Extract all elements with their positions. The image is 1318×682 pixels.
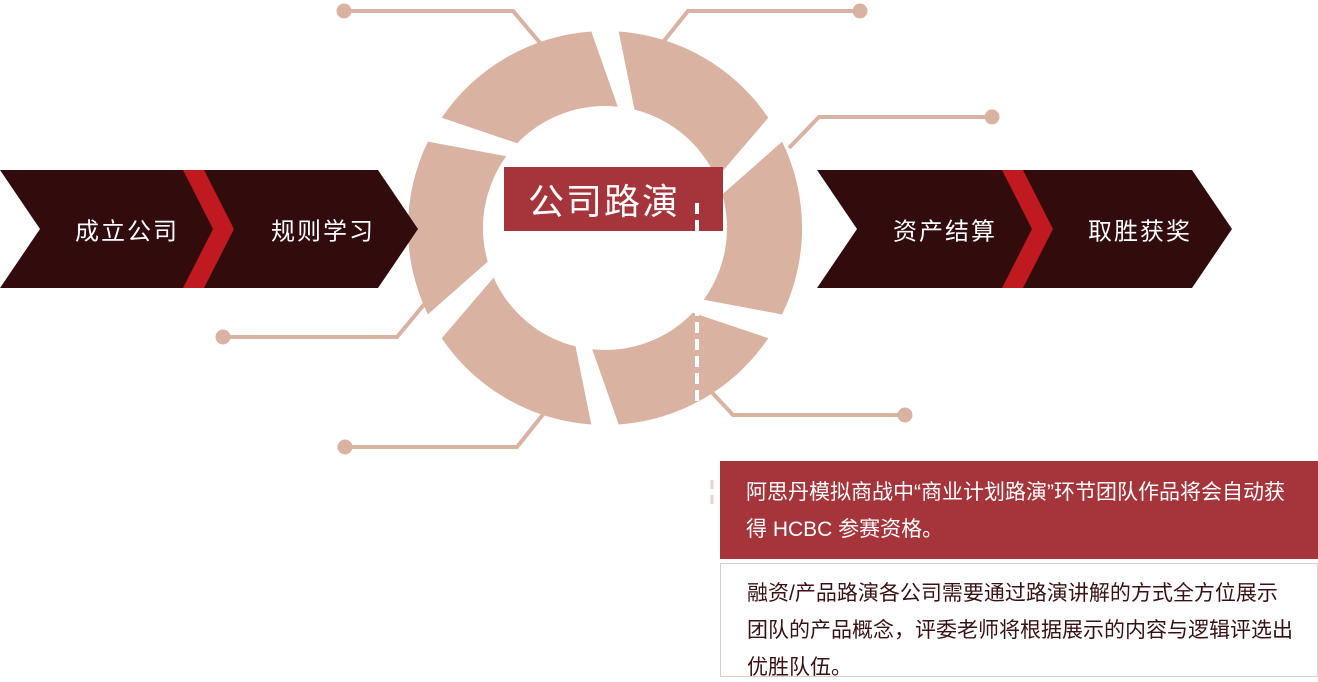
center-title-box [504, 167, 723, 231]
cycle-ring [407, 31, 803, 425]
right-band-chevron-divider [1002, 170, 1053, 288]
connector-line-bottom-right [703, 383, 905, 417]
ring-segment-left [407, 141, 507, 315]
right-band-shape [817, 170, 1232, 288]
note-description-text: 融资/产品路演各公司需要通过路演讲解的方式全方位展示团队的产品概念，评委老师将根… [747, 582, 1293, 679]
right-flow-band [817, 170, 1232, 288]
note-highlight: 阿思丹模拟商战中“商业计划路演”环节团队作品将会自动获得 HCBC 参赛资格。 [720, 461, 1318, 559]
left-band-shape [0, 170, 418, 288]
ring-segment-bottom-left [441, 277, 592, 425]
ring-segment-right [703, 141, 803, 315]
ring-segment-bottom-right [592, 312, 769, 425]
connector-line-left-lower [223, 287, 439, 339]
connector-dots [215, 3, 1000, 455]
connector-dot [337, 439, 353, 455]
connector-line-top-right [645, 9, 860, 64]
connector-dot [984, 109, 1000, 125]
connector-line-top-left [344, 9, 554, 59]
ring-segment-top-right [618, 31, 769, 179]
center-stage-title: 公司路演 [527, 181, 680, 222]
step-label-win-award: 取胜获奖 [1088, 218, 1192, 246]
left-flow-band [0, 170, 418, 288]
step-label-found-company: 成立公司 [75, 218, 179, 246]
connector-line-right-upper [787, 115, 992, 150]
ring-segment-top-left [441, 31, 618, 144]
connector-dot [897, 407, 913, 423]
connector-dot [852, 3, 868, 19]
left-band-chevron-divider [183, 170, 234, 288]
connector-dot [215, 329, 231, 345]
connectors [223, 9, 992, 449]
step-label-asset-settlement: 资产结算 [893, 218, 997, 246]
connector-line-bottom-left [345, 395, 559, 449]
step-label-rules-learning: 规则学习 [271, 218, 375, 246]
connector-dot [336, 3, 352, 19]
note-description: 融资/产品路演各公司需要通过路演讲解的方式全方位展示团队的产品概念，评委老师将根… [720, 563, 1318, 679]
note-highlight-text: 阿思丹模拟商战中“商业计划路演”环节团队作品将会自动获得 HCBC 参赛资格。 [746, 481, 1285, 541]
